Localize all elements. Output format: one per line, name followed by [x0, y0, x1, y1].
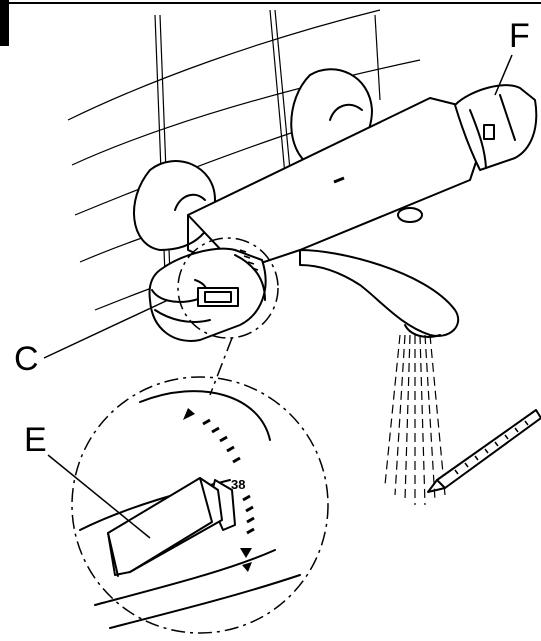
temperature-handle — [148, 247, 267, 342]
scale-triangle-top — [183, 408, 195, 420]
label-c: C — [14, 340, 39, 378]
corner-marks — [0, 0, 541, 46]
callouts: F C E — [14, 17, 530, 539]
scale-triangle-lower — [242, 562, 252, 572]
flow-control-handle — [454, 84, 538, 171]
water-spray — [384, 334, 446, 506]
temperature-scale-mark: 38 — [231, 477, 245, 492]
thermometer — [427, 409, 541, 493]
detail-leader-line — [209, 337, 233, 396]
detail-marker-circle — [177, 237, 279, 339]
label-e: E — [24, 421, 47, 459]
wall-tiles — [67, 9, 421, 311]
scale-triangle-bottom — [240, 548, 252, 558]
label-f: F — [509, 17, 530, 55]
magnified-detail: 38 — [71, 376, 329, 634]
